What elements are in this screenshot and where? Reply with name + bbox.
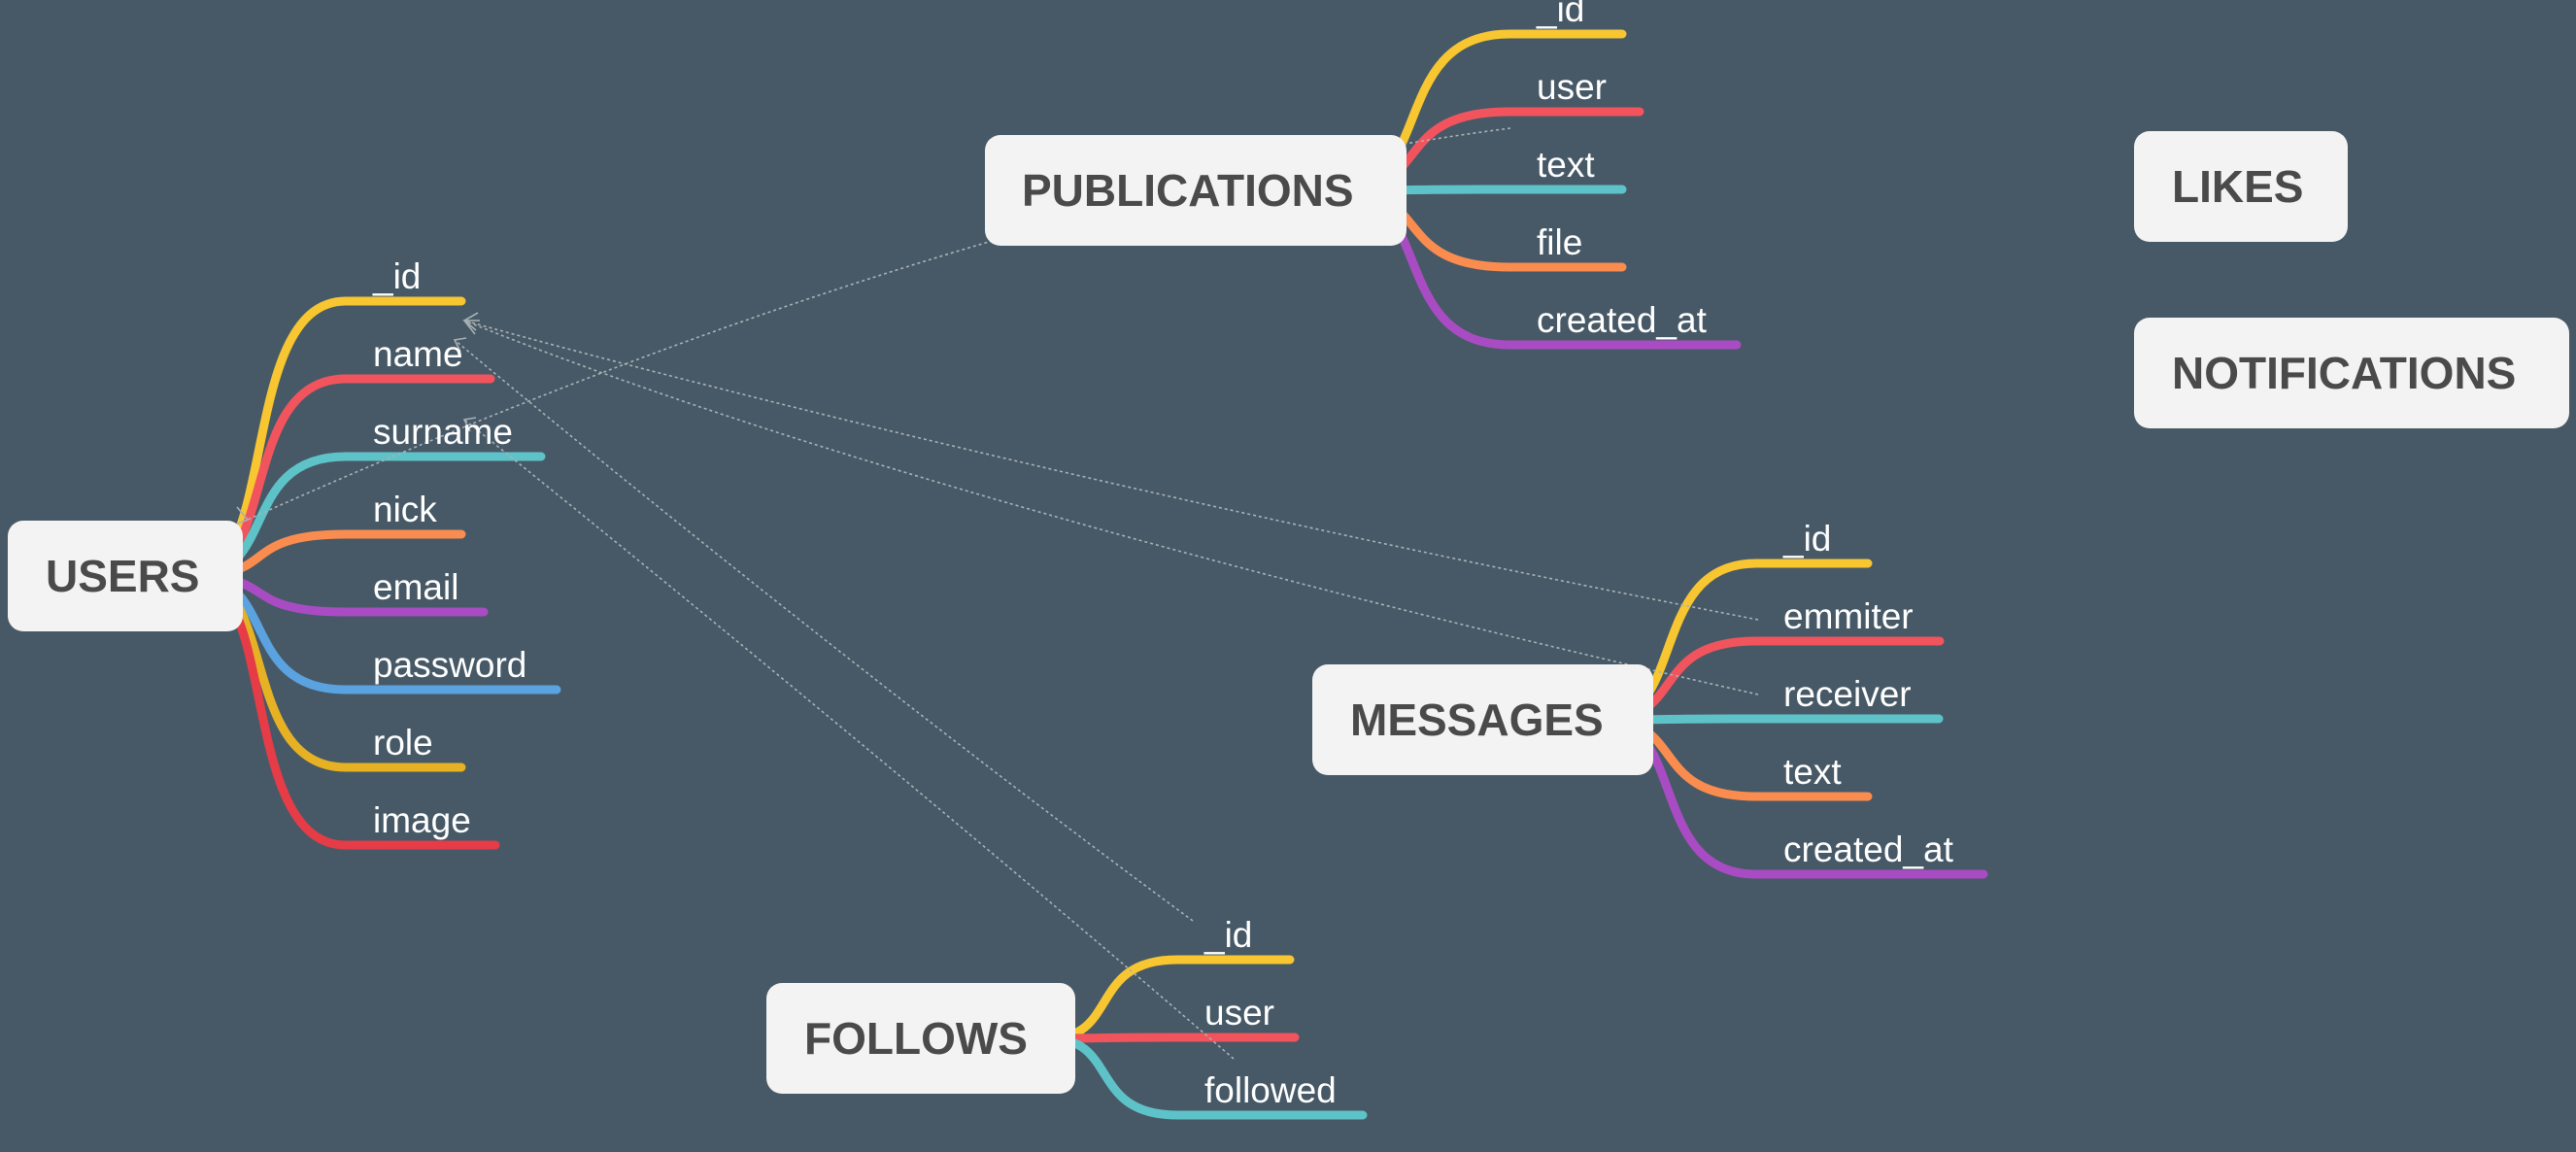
- relation-follows-user-to-users-id: [454, 339, 1194, 922]
- messages-field--id[interactable]: _id: [1782, 519, 1831, 559]
- follows-node[interactable]: FOLLOWS: [766, 983, 1075, 1094]
- publications-node-title: PUBLICATIONS: [1022, 165, 1354, 216]
- users-node-box: [8, 521, 243, 631]
- follows-field-user[interactable]: user: [1204, 993, 1274, 1033]
- relation-layer: [232, 127, 1759, 1060]
- follows-field-followed[interactable]: followed: [1204, 1070, 1337, 1110]
- notifications-node-box: [2134, 318, 2569, 428]
- messages-field-emmiter[interactable]: emmiter: [1783, 596, 1914, 636]
- relation-arrow-publications-user-to-users-id: [232, 506, 250, 526]
- users-field-email[interactable]: email: [373, 567, 458, 607]
- messages-node-box: [1312, 664, 1653, 775]
- follows-node-title: FOLLOWS: [804, 1013, 1028, 1064]
- relation-messages-emmiter-to-users-id: [463, 320, 1759, 621]
- publications-node[interactable]: PUBLICATIONS: [985, 135, 1407, 246]
- users-field-surname[interactable]: surname: [373, 412, 513, 452]
- notifications-node-title: NOTIFICATIONS: [2172, 348, 2516, 398]
- messages-field-created-at[interactable]: created_at: [1783, 830, 1954, 869]
- relation-arrow-follows-user-to-users-id: [453, 337, 467, 353]
- users-node[interactable]: USERS: [8, 521, 243, 631]
- publications-field-created-at[interactable]: created_at: [1537, 300, 1708, 340]
- users-node-title: USERS: [46, 551, 199, 601]
- users-field-name[interactable]: name: [373, 334, 463, 374]
- relation-arrow-messages-emmiter-to-users-id: [462, 312, 479, 331]
- relation-arrow-messages-receiver-to-users-id: [462, 320, 480, 335]
- messages-field-text[interactable]: text: [1783, 752, 1842, 792]
- users-field-role[interactable]: role: [373, 723, 433, 762]
- likes-node-box: [2134, 131, 2348, 242]
- publications-field-user[interactable]: user: [1537, 67, 1607, 107]
- messages-node-title: MESSAGES: [1350, 695, 1604, 745]
- likes-node-title: LIKES: [2172, 161, 2303, 212]
- publications-node-box: [985, 135, 1407, 246]
- relation-messages-receiver-to-users-id: [463, 320, 1759, 695]
- users-field--id[interactable]: _id: [372, 256, 421, 296]
- users-field-nick[interactable]: nick: [373, 490, 437, 529]
- publications-field-file[interactable]: file: [1537, 222, 1582, 262]
- messages-node[interactable]: MESSAGES: [1312, 664, 1653, 775]
- notifications-node[interactable]: NOTIFICATIONS: [2134, 318, 2569, 428]
- users-field-image[interactable]: image: [373, 800, 471, 840]
- likes-node[interactable]: LIKES: [2134, 131, 2348, 242]
- publications-field-text[interactable]: text: [1537, 145, 1595, 185]
- publications-field--id[interactable]: _id: [1536, 0, 1584, 29]
- relation-arrow-follows-followed-to-users-id: [462, 417, 477, 432]
- node-layer: _idnamesurnamenickemailpasswordroleimage…: [8, 0, 2569, 1110]
- messages-field-receiver[interactable]: receiver: [1783, 674, 1912, 714]
- follows-field--id[interactable]: _id: [1203, 915, 1252, 955]
- users-field-password[interactable]: password: [373, 645, 526, 685]
- follows-user-branch: [1044, 1033, 1300, 1043]
- follows-node-box: [766, 983, 1075, 1094]
- relation-follows-followed-to-users-id: [463, 419, 1235, 1060]
